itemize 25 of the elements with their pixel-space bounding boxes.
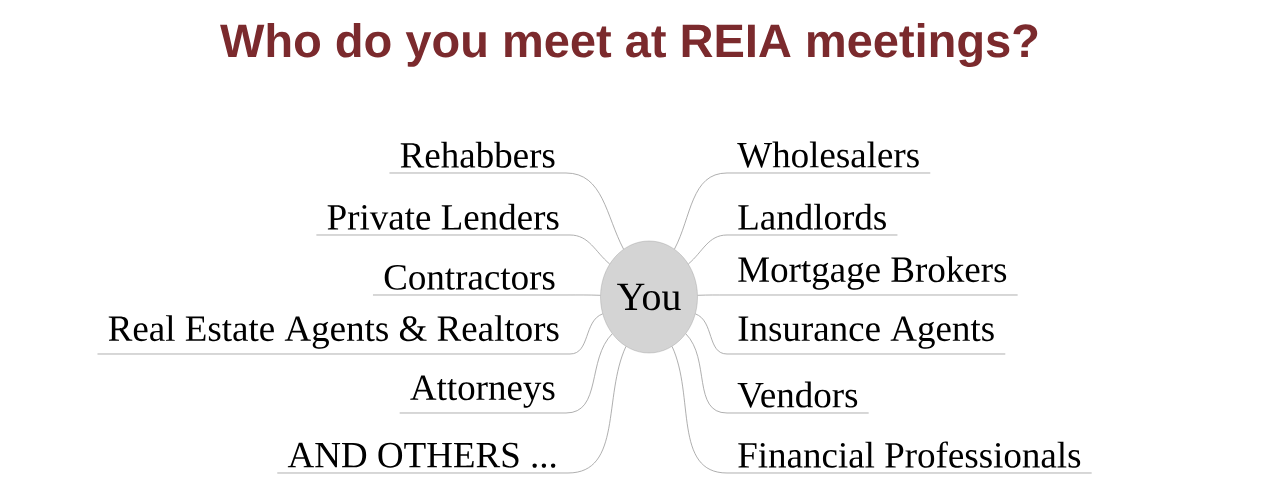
branch-label: Landlords — [726, 203, 898, 236]
connector-line — [565, 294, 601, 296]
branch-label: Private Lenders — [316, 203, 571, 236]
connector-line — [671, 346, 728, 474]
connector-line — [685, 333, 728, 414]
branch-label: Real Estate Agents & Realtors — [97, 315, 571, 355]
branch-label: Insurance Agents — [726, 316, 1006, 355]
branch-label: AND OTHERS ... — [276, 442, 569, 474]
title: Who do you meet at REIA meetings? — [220, 23, 1038, 67]
connector-line — [674, 172, 728, 250]
branch-label: Contractors — [372, 264, 567, 296]
connector-line — [565, 333, 613, 414]
branch-label: Wholesalers — [726, 141, 931, 174]
connector-line — [565, 172, 624, 250]
connector-line — [697, 294, 728, 296]
connector-line — [569, 313, 603, 355]
connector-line — [688, 234, 728, 265]
branch-label: Mortgage Brokers — [726, 256, 1019, 296]
branch-label: Attorneys — [399, 375, 567, 414]
branch-label: Vendors — [726, 381, 870, 414]
connector-line — [567, 346, 627, 474]
connector-line — [569, 234, 610, 265]
branch-label: Financial Professionals — [726, 441, 1093, 474]
connector-line — [695, 313, 728, 355]
branch-label: Rehabbers — [389, 141, 567, 174]
